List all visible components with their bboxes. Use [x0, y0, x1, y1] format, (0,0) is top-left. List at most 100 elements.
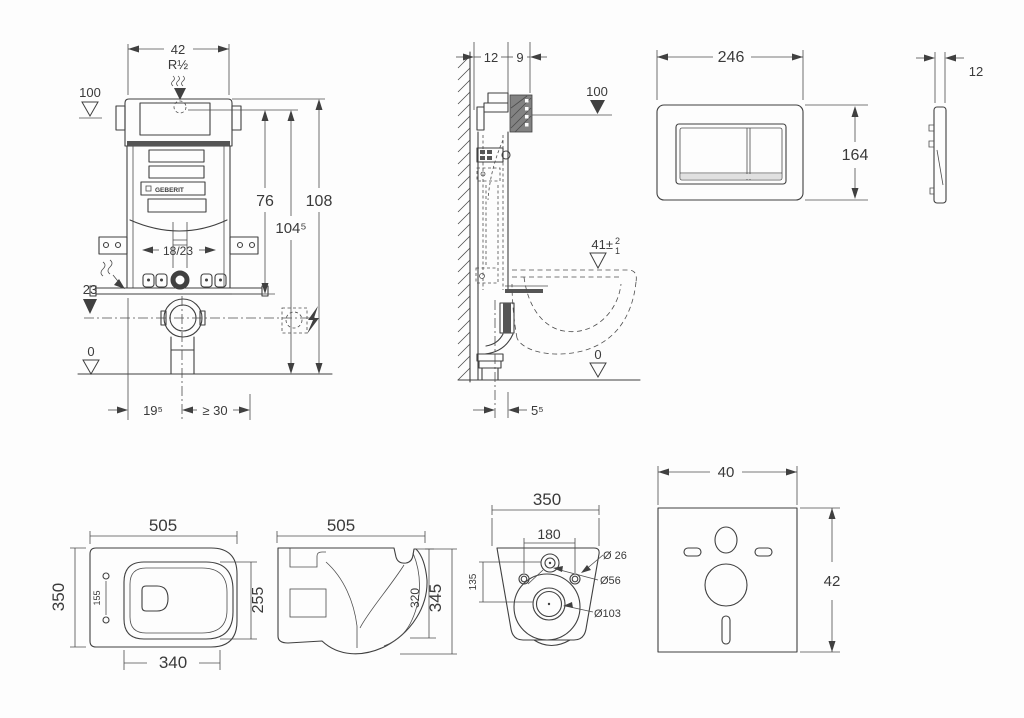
- dim-height-345: 345: [400, 548, 457, 655]
- dim-plate-height: 164: [805, 104, 869, 201]
- level-marker-100: 100: [79, 85, 102, 119]
- level-marker-0: 0: [589, 347, 607, 379]
- thread-label: R½: [168, 57, 188, 72]
- level-marker-100: 100: [586, 84, 608, 114]
- bowl-rim-inner: [129, 567, 228, 634]
- dim-label: 340: [159, 653, 187, 672]
- dim-label: 12: [484, 50, 498, 65]
- tolerance-minus: 1: [615, 246, 620, 256]
- flush-plate-side-view: 12: [916, 52, 983, 204]
- fixing-hole-left-inner: [520, 575, 528, 583]
- dim-plate-width: 246: [656, 49, 804, 100]
- dim-label: 19⁵: [143, 403, 163, 418]
- dim-inner-340: 340: [123, 650, 221, 672]
- dim-label: 155: [92, 590, 102, 605]
- mat-slot-right: [754, 547, 773, 557]
- button-divider: [746, 128, 751, 180]
- fixing-hole-right: [569, 573, 581, 585]
- level-marker-41: 41± 2 1: [589, 236, 620, 270]
- seat-hole-top: [102, 572, 110, 580]
- dim-label: Ø56: [600, 575, 621, 587]
- button-frame: [675, 123, 787, 185]
- level-marker-23: 23: [83, 282, 97, 314]
- dim-inner-255: 255: [220, 561, 267, 640]
- dim-label: 104⁵: [275, 220, 306, 237]
- wall-brackets: [98, 236, 259, 255]
- dim-label: ≥ 30: [202, 403, 227, 418]
- dim-outlet-offset: 5⁵: [473, 300, 544, 420]
- geberit-logo: GEBERIT: [155, 187, 184, 194]
- fixing-recess: [289, 548, 326, 568]
- fixing-hole-left: [518, 573, 530, 585]
- inlet-hole-outer: [540, 553, 560, 573]
- reference-lines: [188, 98, 325, 295]
- bowl-bulge: [513, 573, 581, 641]
- dim-height-76: 76: [256, 110, 274, 294]
- dim-width-350: 350: [49, 547, 86, 648]
- fill-valve-assembly: [476, 92, 533, 133]
- bowl-top-view: 155 505 350 255 340: [49, 516, 267, 672]
- plate-clips: [928, 124, 944, 195]
- dim-label: 505: [149, 516, 177, 535]
- dim-label: 12: [969, 64, 983, 79]
- dim-label: 505: [327, 516, 355, 535]
- dim-label: 5⁵: [531, 403, 544, 418]
- bowl-side-view: 505 320 345: [276, 516, 457, 655]
- flush-plate-body: [656, 104, 804, 201]
- dim-bottom-offsets: 19⁵ ≥ 30: [108, 298, 251, 420]
- dim-width-350: 350: [491, 490, 600, 546]
- level-label: 0: [594, 347, 601, 362]
- bowl-outline-dashed: [511, 269, 637, 355]
- dim-mat-width: 40: [657, 464, 798, 505]
- dim-length-505: 505: [276, 516, 426, 543]
- dim-label: 108: [306, 193, 333, 210]
- label-fixing-hole-diameter: Ø 26: [581, 550, 627, 573]
- bowl-back-body: [496, 547, 600, 641]
- dim-label: 40: [718, 464, 735, 481]
- cistern-tank: [115, 98, 242, 147]
- bowl-body: [89, 547, 238, 648]
- drain-outlet: [84, 296, 316, 420]
- wall-section: [457, 51, 471, 383]
- dim-label: 164: [842, 147, 869, 164]
- outlet-recess: [289, 588, 327, 618]
- button-shadow: [681, 174, 781, 179]
- sound-mat-view: 40 42: [657, 464, 840, 653]
- bowl-back-view: 350 180 135 Ø 26 Ø56: [468, 490, 627, 647]
- dim-mat-height: 42: [800, 507, 840, 653]
- dim-depth: 12 9: [456, 42, 547, 110]
- outlet-hole-inner: [535, 590, 563, 618]
- label-inlet-diameter: Ø56: [553, 566, 621, 587]
- inlet-center: [548, 561, 552, 565]
- dim-rail-spacing: 18/23: [142, 244, 216, 258]
- cistern-side-view: 12 9 100: [456, 42, 641, 420]
- dim-hole-offset-135: 135: [468, 561, 541, 603]
- dim-label: 76: [256, 193, 274, 210]
- label-outlet-diameter: Ø103: [563, 602, 621, 620]
- flush-outlet: [141, 585, 169, 612]
- trapway-curves: [325, 552, 420, 648]
- bowl-foot: [533, 639, 571, 647]
- level-label: 41±: [591, 237, 613, 252]
- contour-line: [527, 569, 544, 585]
- cistern-front-view: GEBERIT: [77, 42, 333, 420]
- dim-label: 135: [468, 573, 479, 590]
- outlet-hole-outer: [532, 587, 566, 621]
- dim-label: Ø 26: [603, 550, 627, 562]
- dim-label: 350: [533, 490, 561, 509]
- dim-label: Ø103: [594, 608, 621, 620]
- frame-column: [475, 131, 511, 381]
- level-marker-0: 0: [82, 344, 100, 376]
- dim-seat-holes: 155: [92, 581, 107, 615]
- inlet-hole-inner: [544, 557, 556, 569]
- dim-label: 180: [537, 526, 561, 542]
- dim-width-42: 42 R½: [127, 42, 230, 95]
- dim-length-505: 505: [89, 516, 238, 544]
- dim-label: 18/23: [163, 244, 193, 258]
- button-inner-frame: [679, 127, 783, 181]
- mat-inlet-cutout: [714, 526, 738, 554]
- flush-plate-front-view: 246 164: [656, 49, 869, 201]
- mat-body: [657, 507, 798, 653]
- level-label: 100: [586, 84, 608, 99]
